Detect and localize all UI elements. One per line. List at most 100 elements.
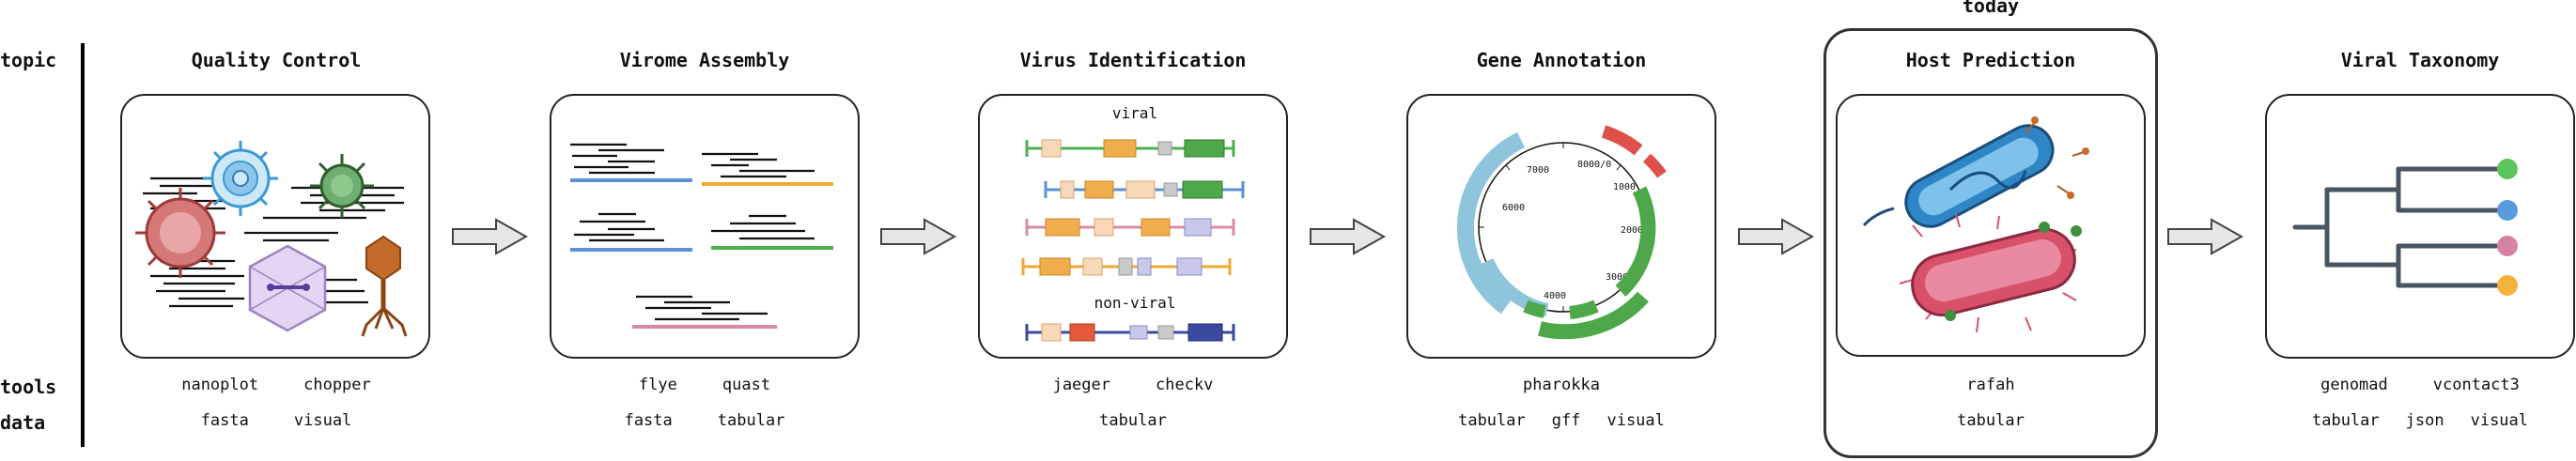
ring-green-2: [1538, 291, 1649, 340]
viral-genome-2: [1044, 180, 1245, 199]
panel-gene-annotation: 8000/0 1000 2000 3000 4000 6000 7000: [1406, 94, 1716, 359]
data-visual: visual: [293, 411, 352, 430]
svg-text:7000: 7000: [1527, 165, 1549, 176]
arrow-1-icon: [452, 218, 529, 255]
pink-bacterium-icon: [1899, 213, 2077, 333]
arrow-5-icon: [2167, 218, 2244, 255]
panel-virus-identification: viral: [978, 94, 1288, 359]
data-visual: visual: [2470, 411, 2529, 430]
circular-genome-map: 8000/0 1000 2000 3000 4000 6000 7000: [1457, 125, 1667, 340]
stage-title-virome-assembly: Virome Assembly: [619, 49, 790, 71]
tool-jaeger: jaeger: [1052, 376, 1110, 394]
stage-title-gene-annotation: Gene Annotation: [1476, 49, 1647, 71]
stage-title-viral-taxonomy: Viral Taxonomy: [2340, 49, 2500, 71]
phylogenetic-tree: [2292, 159, 2518, 296]
ring-red-2: [1642, 153, 1667, 178]
data-row-virus-identification: tabular: [973, 411, 1293, 430]
data-row-viral-taxonomy: tabular json visual: [2260, 411, 2576, 430]
reads-and-viruses-illustration: [135, 141, 408, 337]
panel-virome-assembly: [550, 94, 860, 359]
leaf-pink: [2497, 236, 2518, 256]
tools-row-viral-taxonomy: genomad vcontact3: [2260, 376, 2576, 394]
leaf-green: [2497, 159, 2518, 179]
leaf-blue: [2497, 200, 2518, 221]
arrow-2-icon: [880, 218, 957, 255]
data-tabular: tabular: [1458, 411, 1526, 430]
tools-row-host-prediction: rafah: [1831, 376, 2150, 394]
arrow-3-icon: [1310, 218, 1387, 255]
data-row-virome-assembly: fasta tabular: [545, 411, 864, 430]
green-virus-icon: [310, 154, 374, 218]
assembly-reads: [570, 143, 815, 321]
svg-text:6000: 6000: [1502, 203, 1525, 213]
data-fasta: fasta: [200, 411, 249, 430]
panel-viral-taxonomy: [2265, 94, 2575, 359]
ring-blue-outer: [1457, 131, 1526, 315]
phage-icon: [361, 235, 408, 337]
tree-branches: [2292, 166, 2508, 288]
tool-flye: flye: [638, 376, 677, 394]
data-json: json: [2405, 411, 2444, 430]
arrow-4-icon: [1738, 218, 1815, 255]
ring-red-1: [1601, 125, 1643, 156]
small-phage-icons: [1945, 222, 2082, 321]
data-row-host-prediction: tabular: [1831, 411, 2150, 430]
stage-title-quality-control: Quality Control: [191, 49, 362, 71]
data-row-quality-control: fasta visual: [116, 411, 436, 430]
today-label: today: [1962, 0, 2020, 17]
svg-text:1000: 1000: [1613, 182, 1636, 192]
label-viral: viral: [1112, 104, 1157, 122]
tool-genomad: genomad: [2320, 376, 2388, 394]
tools-row-quality-control: nanoplot chopper: [116, 376, 436, 394]
svg-text:2000: 2000: [1621, 225, 1643, 236]
ring-green-3: [1569, 300, 1599, 319]
data-tabular: tabular: [1957, 411, 2025, 430]
gene-maps-illustration: viral: [1021, 104, 1245, 342]
purple-virus-icon: [248, 244, 327, 332]
bacteria-illustration: [1862, 116, 2089, 333]
tools-row-virome-assembly: flye quast: [545, 376, 864, 394]
tools-row-virus-identification: jaeger checkv: [973, 376, 1293, 394]
stage-title-host-prediction: Host Prediction: [1905, 49, 2076, 71]
blue-virus-icon: [203, 141, 278, 216]
tool-chopper: chopper: [303, 376, 371, 394]
data-visual: visual: [1606, 411, 1665, 430]
ring-green-1: [1615, 186, 1656, 297]
data-tabular: tabular: [1099, 411, 1167, 430]
tool-pharokka: pharokka: [1523, 376, 1600, 394]
row-label-topic: topic: [0, 49, 57, 71]
tool-quast: quast: [722, 376, 771, 394]
tool-checkv: checkv: [1156, 376, 1214, 394]
panel-quality-control: [120, 94, 430, 359]
data-tabular: tabular: [2311, 411, 2380, 430]
row-label-divider: [81, 43, 85, 447]
red-virus-icon: [135, 188, 225, 278]
blue-bacterium-icon: [1862, 116, 2089, 228]
highlight-frame: [1823, 28, 2158, 458]
data-gff: gff: [1551, 411, 1581, 430]
data-tabular: tabular: [717, 411, 785, 430]
row-label-data: data: [0, 411, 46, 434]
svg-text:8000/0: 8000/0: [1577, 160, 1611, 170]
label-non-viral: non-viral: [1094, 294, 1176, 312]
data-fasta: fasta: [624, 411, 673, 430]
tool-nanoplot: nanoplot: [181, 376, 259, 394]
row-label-tools: tools: [0, 376, 57, 398]
panel-host-prediction: [1836, 94, 2146, 357]
leaf-orange: [2497, 275, 2518, 296]
tools-row-gene-annotation: pharokka: [1402, 376, 1721, 394]
ring-green-4: [1523, 300, 1546, 318]
tool-vcontact3: vcontact3: [2432, 376, 2520, 394]
tool-rafah: rafah: [1966, 376, 2015, 394]
viral-genome-3: [1025, 218, 1235, 237]
viral-genome-4: [1021, 257, 1232, 276]
data-row-gene-annotation: tabular gff visual: [1402, 411, 1721, 430]
svg-text:3000: 3000: [1606, 272, 1628, 283]
svg-text:4000: 4000: [1544, 291, 1566, 301]
contigs-illustration: [570, 143, 833, 329]
non-viral-genome: [1025, 323, 1235, 342]
viral-genome-1: [1025, 139, 1235, 158]
stage-title-virus-identification: Virus Identification: [1019, 49, 1247, 71]
genome-tick-labels: 8000/0 1000 2000 3000 4000 6000 7000: [1502, 160, 1643, 301]
